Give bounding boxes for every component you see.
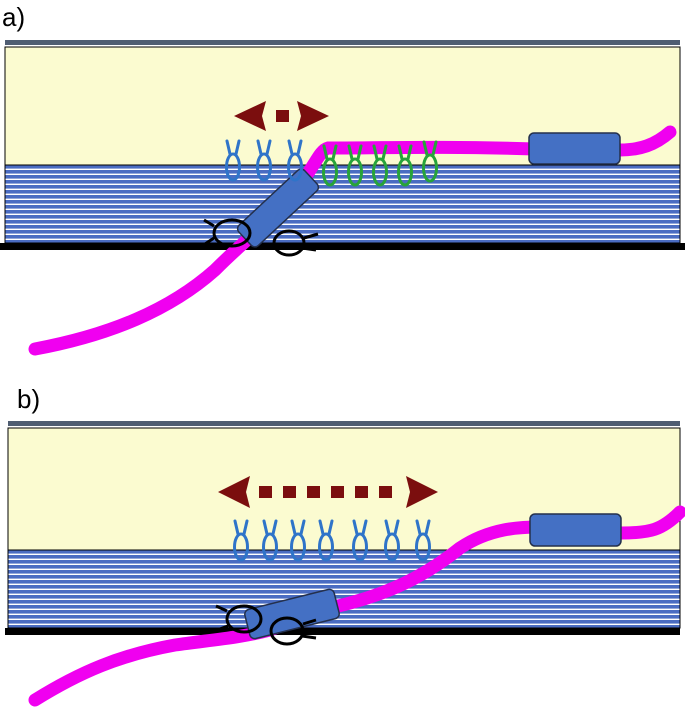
panel-a-bottom-bar <box>0 243 685 250</box>
panel-b-arrow <box>218 476 438 508</box>
panel-b-top-bar <box>8 421 680 426</box>
panel-b-block-right <box>529 513 622 547</box>
panel-b-striped-layer <box>7 549 681 629</box>
panel-b-block-lower <box>244 588 340 640</box>
panel-a-black-loops <box>203 218 319 257</box>
panel-b-label: b) <box>17 384 41 414</box>
panel-a-label: a) <box>2 2 26 32</box>
panel-b-black-loops <box>215 604 317 646</box>
panel-a <box>0 40 685 356</box>
panel-a-arrow <box>234 101 329 131</box>
panel-a-block-right <box>528 132 621 165</box>
panel-a-block-tilted <box>236 168 320 248</box>
panel-b <box>5 421 685 707</box>
panel-a-top-bar <box>5 40 680 45</box>
panel-b-bottom-bar <box>5 628 680 635</box>
panel-a-striped-layer <box>4 164 681 244</box>
